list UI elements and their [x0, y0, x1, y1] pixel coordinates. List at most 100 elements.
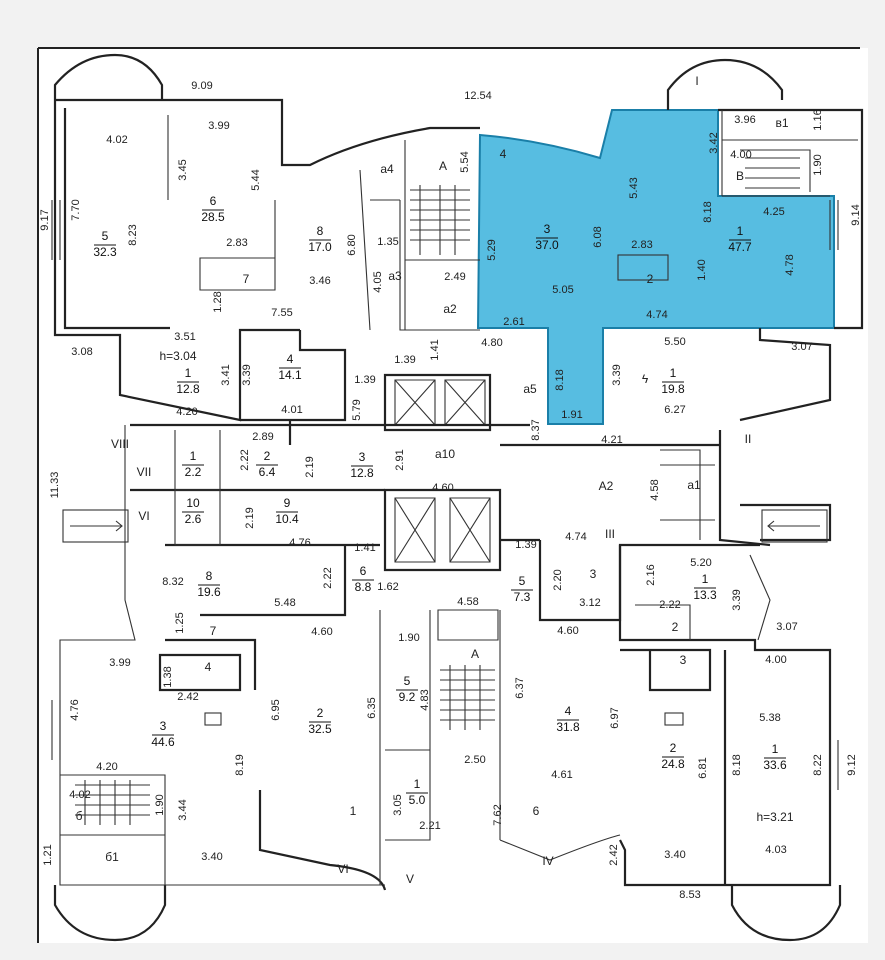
dimension-label: 8.37	[530, 419, 542, 440]
dimension-label: 1.39	[515, 539, 536, 551]
dimension-label: 4.03	[765, 844, 786, 856]
dimension-label: 2.49	[444, 271, 465, 283]
arrow-icon	[70, 520, 123, 532]
room-number: 5	[102, 229, 109, 243]
dimension-label: 2.21	[419, 820, 440, 832]
dimension-label: 5.50	[664, 336, 685, 348]
dimension-label: 4.61	[551, 769, 572, 781]
room-area: 24.8	[661, 757, 685, 771]
dimension-label: 6.08	[592, 226, 604, 247]
room-area: 2.6	[185, 512, 202, 526]
dimension-label: 3.46	[309, 275, 330, 287]
dimension-label: 5.20	[690, 557, 711, 569]
dimension-label: 4.58	[649, 479, 661, 500]
dimension-label: 3.39	[241, 364, 253, 385]
wall	[618, 545, 832, 887]
plan-tag: VIII	[111, 437, 129, 451]
dimension-label: 1.35	[377, 236, 398, 248]
dimension-label: 8.22	[812, 754, 824, 775]
room-number: 1	[185, 366, 192, 380]
dimension-label: 8.18	[731, 754, 743, 775]
dimension-label: 3.05	[392, 794, 404, 815]
plan-tag: VI	[337, 862, 348, 876]
dimension-label: 4.60	[432, 482, 453, 494]
room-number: 3	[160, 719, 167, 733]
dimension-label: 1.90	[812, 154, 824, 175]
dimension-label: 4.74	[646, 309, 667, 321]
dimension-label: 5.54	[459, 151, 471, 172]
dimension-label: 7.70	[70, 199, 82, 220]
room-area: 9.2	[399, 690, 416, 704]
plan-tag: 3	[680, 653, 687, 667]
plan-tag: 2	[672, 620, 679, 634]
room-area: 28.5	[201, 210, 225, 224]
wall	[721, 110, 858, 197]
plan-tag: 2	[647, 272, 654, 286]
stairs-a-top	[410, 185, 470, 255]
wall	[718, 108, 864, 547]
room-number: 1	[414, 777, 421, 791]
wall-top-left-apartment	[55, 98, 480, 167]
room-number: 2	[670, 741, 677, 755]
dimension-label: 4.25	[763, 206, 784, 218]
dimension-label: 3.41	[220, 364, 232, 385]
wall	[59, 425, 385, 886]
balcony-top-left	[53, 53, 164, 100]
dimension-label: 1.28	[212, 291, 224, 312]
plan-tag: A	[439, 159, 447, 173]
wall	[359, 140, 480, 331]
dimension-label: 4.76	[289, 537, 310, 549]
plan-tag: IV	[542, 854, 553, 868]
dimension-label: 1.41	[354, 542, 375, 554]
plan-tag: 1	[350, 804, 357, 818]
plan-tag: A2	[599, 479, 614, 493]
room-number: 8	[206, 569, 213, 583]
plan-tag: б1	[105, 850, 119, 864]
plan-tag: 3	[590, 567, 597, 581]
lift-cross-1	[394, 379, 491, 563]
balcony-bottom-left	[53, 885, 167, 942]
dimension-label: 1.25	[174, 612, 186, 633]
dimension-label: 1.91	[561, 409, 582, 421]
dimension-label: 4.20	[176, 406, 197, 418]
room-area: 14.1	[278, 368, 302, 382]
room-number: 5	[404, 674, 411, 688]
dimension-label: 4.01	[281, 404, 302, 416]
dimension-label: 2.89	[252, 431, 273, 443]
sink-icon	[204, 712, 222, 726]
plan-tag: VI	[138, 509, 149, 523]
room-area: 44.6	[151, 735, 175, 749]
dimension-label: 2.20	[552, 569, 564, 590]
wall	[660, 449, 715, 540]
plan-tag: В	[736, 169, 744, 183]
room-number: 2	[264, 449, 271, 463]
dimension-label: 6.35	[366, 697, 378, 718]
dimension-label: 2.19	[304, 456, 316, 477]
dimension-label: 4.21	[601, 434, 622, 446]
plan-tag: A	[471, 647, 479, 661]
plan-tag: I	[695, 74, 698, 88]
wall	[379, 610, 621, 885]
dimension-label: 8.32	[162, 576, 183, 588]
dimension-label: 1.41	[429, 339, 441, 360]
highlighted-apartment[interactable]	[476, 109, 835, 425]
room-number: 1	[670, 366, 677, 380]
dimension-label: 2.83	[226, 237, 247, 249]
dimension-label: 5.38	[759, 712, 780, 724]
plan-tag: 4	[205, 660, 212, 674]
dimension-label: 1.38	[162, 666, 174, 687]
dimension-label: 1.90	[398, 632, 419, 644]
room-number: 1	[702, 572, 709, 586]
dimension-label: 2.42	[177, 691, 198, 703]
dimension-label: 3.99	[208, 120, 229, 132]
room-number: 1	[737, 224, 744, 238]
room-area: 32.3	[93, 245, 117, 259]
room-area: 5.0	[409, 793, 426, 807]
dimension-label: 1.40	[696, 259, 708, 280]
dimension-label: 3.45	[177, 159, 189, 180]
dimension-label: 2.22	[322, 567, 334, 588]
plan-tag: III	[605, 527, 615, 541]
room-number: 8	[317, 224, 324, 238]
balcony-bottom-right	[730, 885, 842, 942]
